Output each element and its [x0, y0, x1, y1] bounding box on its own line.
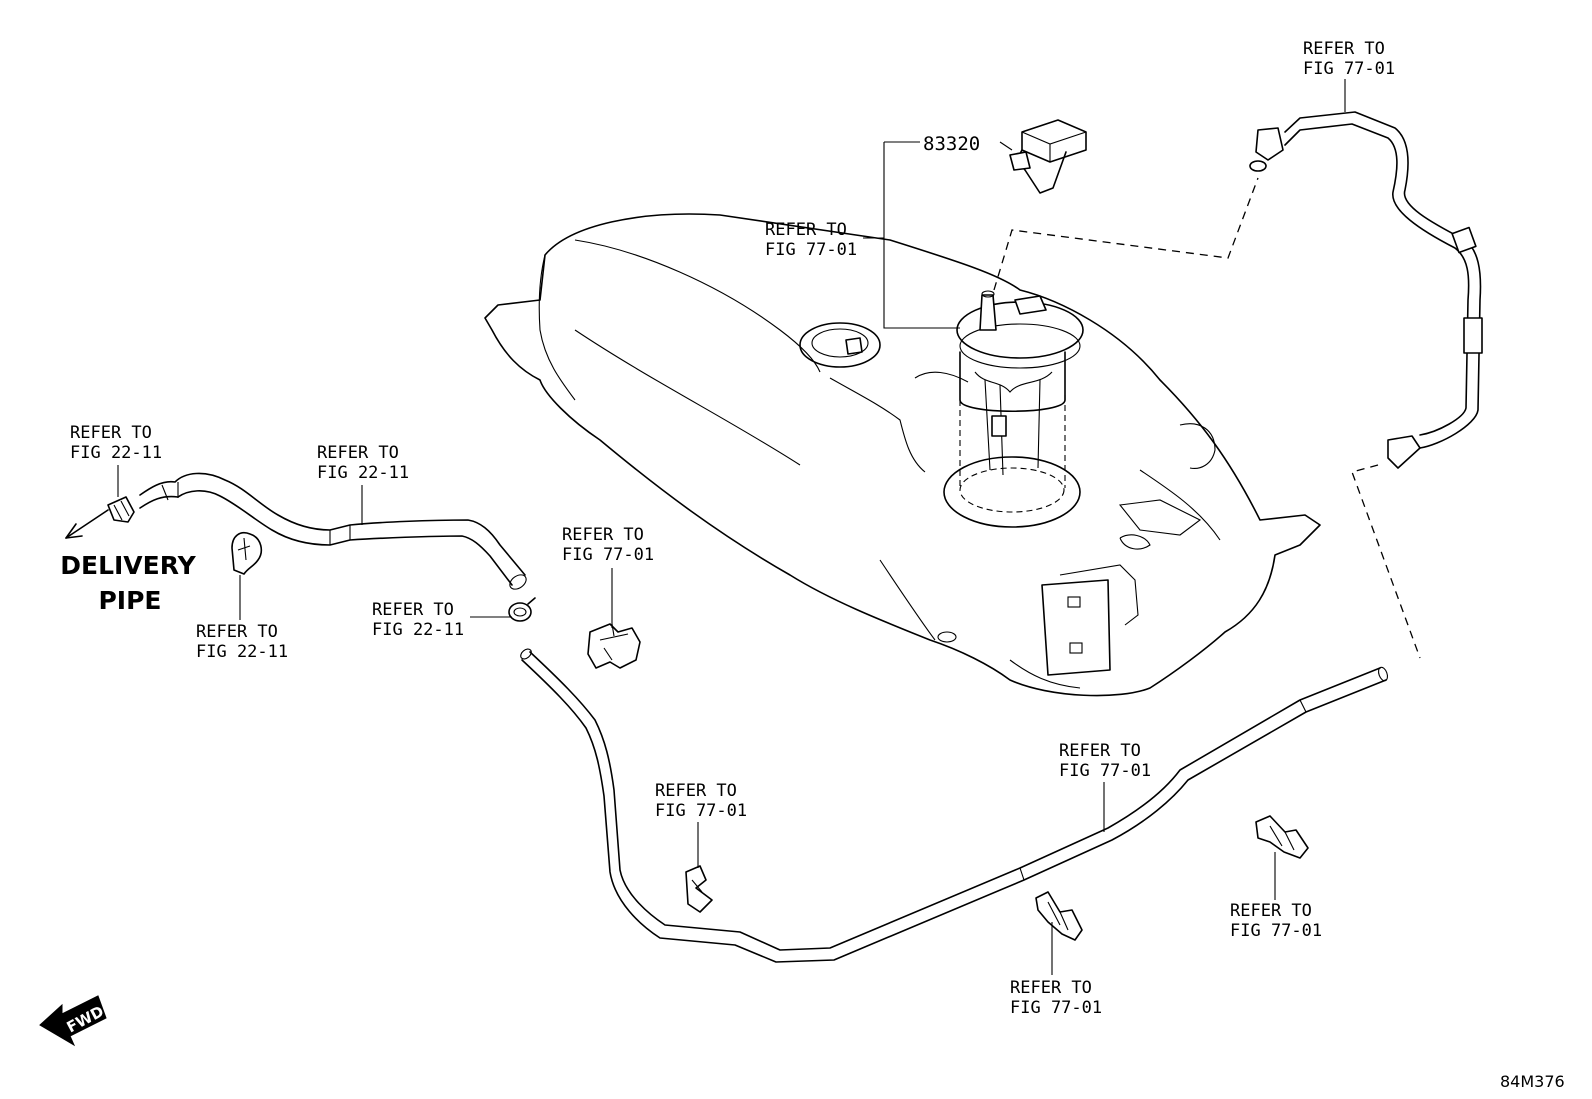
svg-text:FIG 77-01: FIG 77-01	[765, 240, 857, 260]
svg-text:REFER TO: REFER TO	[1010, 978, 1092, 998]
vent-line-right	[1249, 111, 1483, 469]
label-ref-clamp-mid: REFER TO FIG 22-11	[372, 600, 464, 640]
line-clip-bottom-mid	[1035, 891, 1083, 941]
hose-clip-left	[231, 532, 263, 575]
fuel-hose-left	[139, 472, 527, 590]
label-ref-clamp-left: REFER TO FIG 22-11	[70, 423, 162, 463]
line-clip-bottom-left	[685, 865, 713, 913]
hose-clamp-left	[107, 496, 135, 523]
label-ref-hose: REFER TO FIG 22-11	[317, 443, 409, 483]
label-ref-connector: REFER TO FIG 77-01	[562, 525, 654, 565]
label-ref-tank: REFER TO FIG 77-01	[765, 220, 857, 260]
fuel-pump-assembly	[914, 290, 1084, 528]
svg-text:FIG 77-01: FIG 77-01	[562, 545, 654, 565]
svg-text:PIPE: PIPE	[98, 586, 161, 615]
label-ref-clip-bottom-mid: REFER TO FIG 77-01	[1010, 978, 1102, 1018]
svg-text:FIG 22-11: FIG 22-11	[372, 620, 464, 640]
hose-clamp-mid	[508, 597, 536, 622]
svg-text:FIG 77-01: FIG 77-01	[1303, 59, 1395, 79]
svg-text:REFER TO: REFER TO	[70, 423, 152, 443]
svg-text:FIG 22-11: FIG 22-11	[196, 642, 288, 662]
svg-text:REFER TO: REFER TO	[1059, 741, 1141, 761]
svg-text:REFER TO: REFER TO	[655, 781, 737, 801]
dashed-connection-right	[1351, 464, 1421, 659]
svg-text:FIG 22-11: FIG 22-11	[70, 443, 162, 463]
connector-block	[587, 623, 641, 669]
svg-text:REFER TO: REFER TO	[1303, 39, 1385, 59]
svg-text:FIG 77-01: FIG 77-01	[1230, 921, 1322, 941]
svg-text:FIG 77-01: FIG 77-01	[1010, 998, 1102, 1018]
svg-text:REFER TO: REFER TO	[196, 622, 278, 642]
svg-text:FIG 22-11: FIG 22-11	[317, 463, 409, 483]
svg-text:REFER TO: REFER TO	[562, 525, 644, 545]
svg-text:DELIVERY: DELIVERY	[60, 551, 196, 580]
delivery-pipe-arrow	[65, 509, 109, 539]
label-ref-line: REFER TO FIG 77-01	[1059, 741, 1151, 781]
fuel-main-line	[520, 648, 1389, 963]
line-clip-bottom-right	[1255, 815, 1309, 859]
label-ref-clip-bottom-right: REFER TO FIG 77-01	[1230, 901, 1322, 941]
illustration-code: 84M376	[1500, 1072, 1565, 1091]
fuel-sender-gauge	[1009, 119, 1087, 194]
label-ref-clip-bottom: REFER TO FIG 77-01	[655, 781, 747, 821]
leader-lines	[117, 79, 1346, 975]
fwd-arrow-icon: FWD	[39, 995, 107, 1047]
svg-text:REFER TO: REFER TO	[1230, 901, 1312, 921]
dashed-connection-top	[993, 177, 1259, 291]
part-number-label: 83320	[923, 133, 980, 155]
svg-text:FIG 77-01: FIG 77-01	[1059, 761, 1151, 781]
label-ref-top-right: REFER TO FIG 77-01	[1303, 39, 1395, 79]
svg-text:REFER TO: REFER TO	[765, 220, 847, 240]
delivery-pipe-label: DELIVERY PIPE	[60, 551, 196, 615]
fuel-tank	[484, 213, 1321, 697]
svg-text:REFER TO: REFER TO	[317, 443, 399, 463]
label-ref-clip-left: REFER TO FIG 22-11	[196, 622, 288, 662]
svg-text:FIG 77-01: FIG 77-01	[655, 801, 747, 821]
svg-text:REFER TO: REFER TO	[372, 600, 454, 620]
